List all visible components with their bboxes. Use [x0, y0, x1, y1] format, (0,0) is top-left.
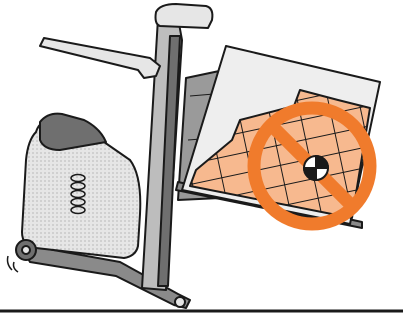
front-wheel [175, 297, 185, 307]
body-top [40, 114, 106, 150]
mast-top [156, 4, 213, 28]
wobble-marks-icon [8, 256, 19, 272]
handle-arm [40, 38, 160, 78]
center-of-gravity-icon [304, 156, 328, 180]
